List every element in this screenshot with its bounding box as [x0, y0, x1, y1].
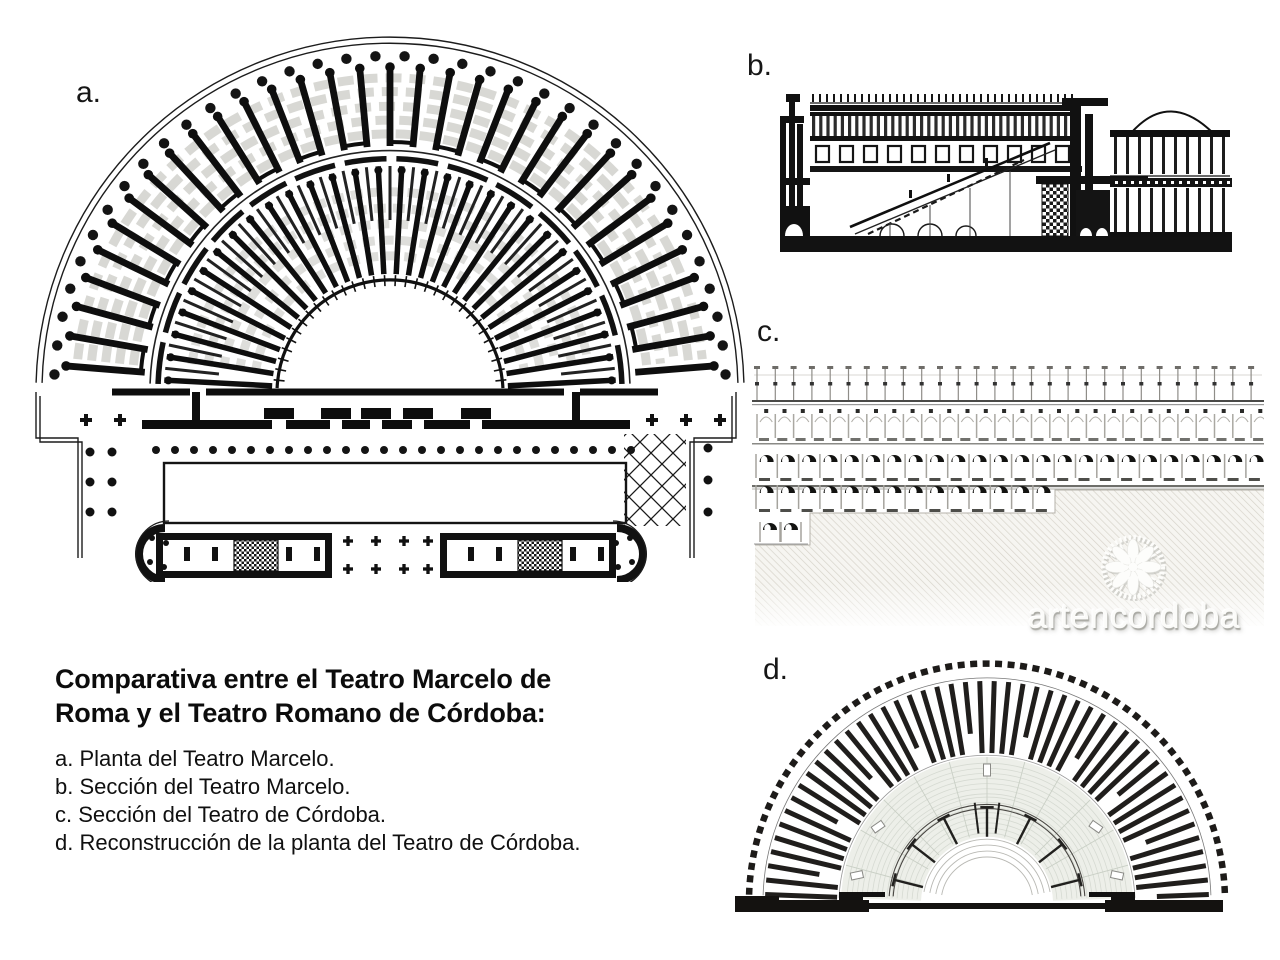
caption-list: a. Planta del Teatro Marcelo. b. Sección… — [55, 745, 715, 857]
caption-item-c: c. Sección del Teatro de Córdoba. — [55, 802, 387, 827]
caption-title: Comparativa entre el Teatro Marcelo de R… — [55, 662, 715, 730]
caption-block: Comparativa entre el Teatro Marcelo de R… — [55, 662, 715, 857]
rosette-logo-icon — [1101, 535, 1167, 601]
caption-title-line2: Roma y el Teatro Romano de Córdoba: — [55, 698, 546, 728]
figure-d-planta-teatro-cordoba — [735, 660, 1229, 912]
figure-a-planta-teatro-marcelo — [35, 36, 745, 582]
caption-title-line1: Comparativa entre el Teatro Marcelo de — [55, 664, 552, 694]
label-d: d. — [763, 653, 789, 686]
caption-item-d: d. Reconstrucción de la planta del Teatr… — [55, 830, 581, 855]
label-b: b. — [747, 49, 773, 82]
label-c: c. — [757, 315, 781, 348]
caption-item-a: a. Planta del Teatro Marcelo. — [55, 746, 335, 771]
figure-b-seccion-teatro-marcelo — [780, 94, 1232, 252]
label-a: a. — [76, 76, 102, 109]
caption-item-b: b. Sección del Teatro Marcelo. — [55, 774, 351, 799]
watermark-text: artencordoba — [1027, 597, 1241, 636]
figure-c-seccion-teatro-cordoba — [752, 366, 1264, 630]
